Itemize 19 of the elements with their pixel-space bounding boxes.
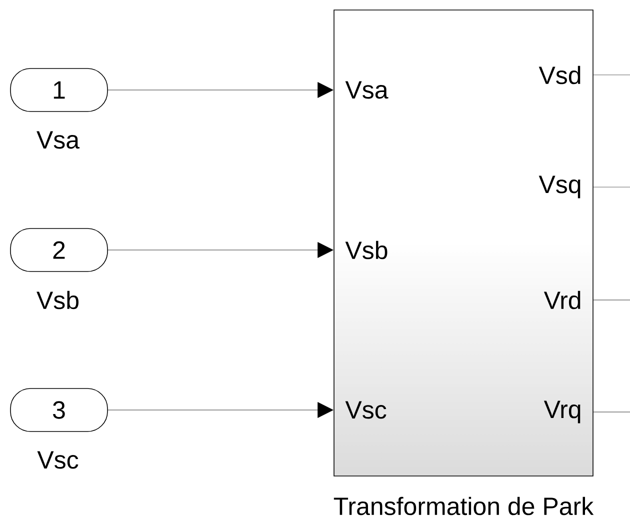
port-label: Vsq — [538, 176, 580, 198]
port-name: Vsb — [36, 290, 78, 310]
signal-arrow — [108, 82, 334, 98]
input-port: 1 — [10, 68, 108, 112]
input-port: 3 — [10, 388, 108, 432]
port-label: Vsd — [538, 66, 580, 84]
signal-line — [593, 186, 630, 188]
port-name: Vsa — [36, 131, 80, 149]
port-name: Vsc — [37, 451, 78, 469]
port-label: Vsa — [345, 81, 388, 99]
input-port: 2 — [10, 228, 108, 272]
signal-line — [593, 74, 630, 76]
port-label: Vsc — [345, 401, 386, 419]
port-label: Vrq — [544, 400, 580, 424]
port-label: Vrd — [544, 290, 580, 310]
signal-arrow — [108, 402, 334, 418]
block-name: Transformation de Park — [334, 496, 594, 516]
signal-arrow — [108, 242, 334, 258]
port-label: Vsb — [345, 240, 388, 260]
